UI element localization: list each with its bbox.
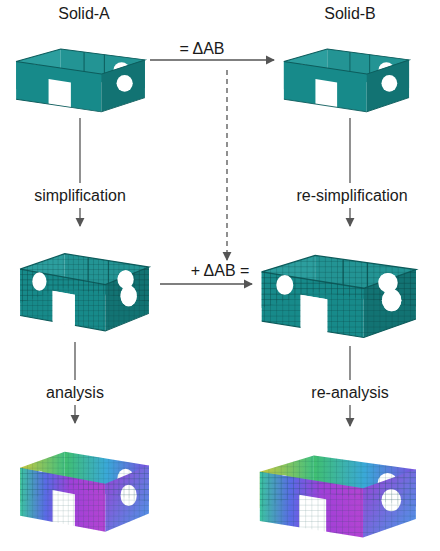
- flow-line: [79, 118, 80, 183]
- node-heading: Solid-B: [274, 4, 416, 24]
- flow-arrow: [160, 283, 252, 284]
- flow-line: [349, 118, 350, 183]
- flow-line: [349, 346, 350, 380]
- step-label: re-analysis: [311, 383, 388, 403]
- solid-b-model: [284, 49, 409, 112]
- step-label: re-simplification: [296, 186, 407, 206]
- step-label: + ΔAB =: [191, 261, 250, 281]
- connector-arrow: [150, 59, 274, 60]
- analysis-b-result: [260, 455, 416, 537]
- step-label: analysis: [46, 383, 104, 403]
- edge-label: = ΔAB: [180, 39, 225, 59]
- model-node: Solid-B: [274, 4, 416, 116]
- flow-arrow: [349, 405, 350, 426]
- step-label: simplification: [34, 186, 126, 206]
- simplified-b-model: [262, 255, 416, 337]
- flow-arrow: [349, 208, 350, 226]
- model-node: Solid-A: [8, 4, 150, 116]
- solid-a-model: [16, 49, 145, 112]
- dashed-arrow: [226, 70, 227, 260]
- simplified-a-model: [20, 254, 149, 331]
- node-heading: Solid-A: [8, 4, 150, 24]
- flow-arrow: [79, 208, 80, 226]
- flow-arrow: [74, 405, 75, 423]
- analysis-a-result: [20, 452, 149, 532]
- flow-line: [74, 342, 75, 380]
